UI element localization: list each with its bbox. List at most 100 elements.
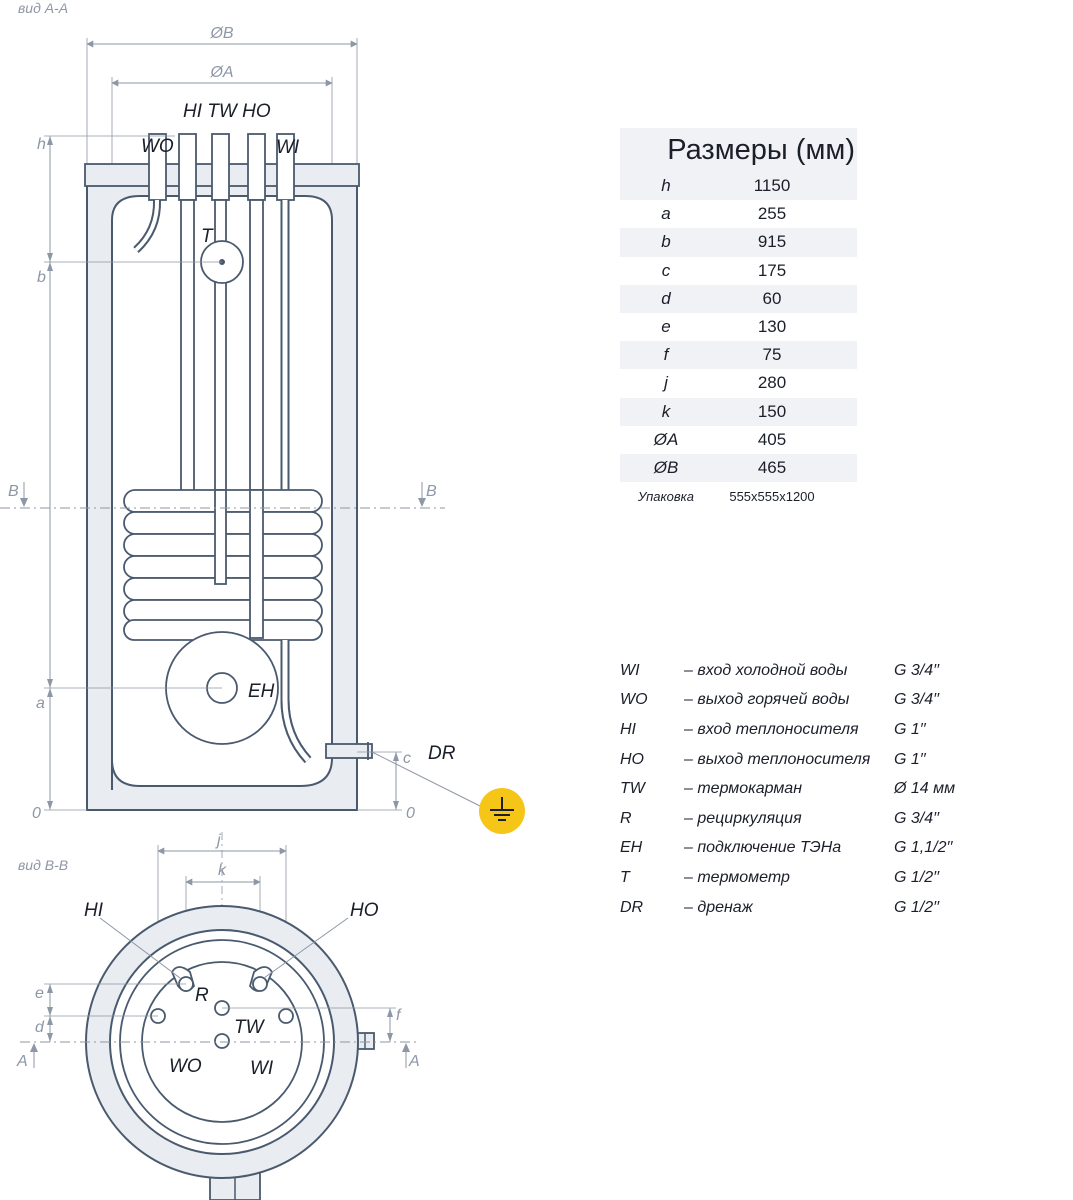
row-value: 255: [757, 204, 787, 224]
ground-icon: [371, 751, 525, 834]
row-value: 465: [757, 457, 787, 477]
dimension-f: f: [222, 1007, 402, 1042]
row-key: f: [663, 345, 669, 365]
row-key: ØA: [653, 429, 679, 449]
row-key: a: [661, 204, 671, 224]
legend-size: G 1′′: [894, 750, 926, 768]
dim-b-text: b: [37, 269, 46, 286]
legend-code: T: [620, 868, 630, 886]
dim-c-text: c: [403, 750, 411, 767]
dim-e-text: e: [35, 985, 44, 1002]
row-key: Упаковка: [637, 488, 695, 504]
legend-desc: – выход горячей воды: [684, 691, 850, 709]
dim-a-text: a: [36, 695, 45, 712]
table-title: Размеры (мм): [620, 128, 857, 172]
ho-leader: [263, 917, 349, 979]
section-line-b: B B: [0, 482, 445, 509]
row-value: 405: [757, 429, 787, 449]
dimension-diameter-b: ØB: [86, 25, 358, 165]
legend-item: R – рециркуляция G 3/4′′: [620, 804, 1040, 834]
legend-item: HO – выход теплоносителя G 1′′: [620, 745, 1040, 775]
drain-port-aa: [325, 742, 373, 760]
tw-pipe-front: [214, 489, 227, 585]
t-label-aa: T: [201, 226, 214, 247]
wi-label-aa: WI: [276, 137, 300, 158]
legend-item: WO – выход горячей воды G 3/4′′: [620, 686, 1040, 716]
legend-code: TW: [620, 780, 645, 798]
legend-item: T – термометр G 1/2′′: [620, 863, 1040, 893]
row-key: e: [661, 317, 671, 337]
view-label-aa: вид А-А: [18, 0, 68, 16]
table-row: ØA 405: [620, 425, 857, 454]
dim-diam-a-text: ØA: [209, 64, 233, 81]
legend-size: G 1′′: [894, 720, 926, 738]
dimension-c-right: c 0: [357, 750, 415, 822]
row-key: d: [661, 288, 671, 308]
dim-zero-right-text: 0: [406, 805, 415, 822]
dr-label-aa: DR: [428, 743, 456, 764]
view-label-bb: вид В-В: [18, 857, 68, 873]
legend-size: G 3/4′′: [894, 809, 940, 827]
dim-k-text: k: [218, 862, 227, 879]
row-key: k: [661, 401, 671, 421]
hi-label-bb: HI: [84, 900, 104, 921]
table-row: h 1150: [620, 172, 857, 201]
legend-desc: – подключение ТЭНа: [684, 839, 842, 857]
legend-code: WI: [620, 661, 640, 679]
dim-f-text: f: [396, 1007, 402, 1024]
row-key: c: [661, 260, 671, 280]
legend-code: WO: [620, 691, 648, 709]
row-key: j: [664, 373, 668, 393]
legend-code: EH: [620, 839, 643, 857]
dim-zero-left-text: 0: [32, 805, 41, 822]
row-value: 1150: [753, 176, 791, 196]
row-value: 60: [762, 288, 782, 308]
dimension-height-left: h b a 0: [32, 135, 222, 822]
legend-desc: – термометр: [684, 868, 790, 886]
legend-desc: – рециркуляция: [684, 809, 802, 827]
table-row: ØB 465: [620, 453, 857, 483]
legend-size: G 1/2′′: [894, 868, 940, 886]
row-key: ØB: [653, 457, 679, 477]
cut-a-right-text: A: [408, 1053, 420, 1070]
legend-desc: – вход теплоносителя: [684, 720, 859, 738]
wi-label-bb: WI: [250, 1058, 274, 1079]
section-line-a: A A: [16, 1041, 420, 1070]
cut-a-left-text: A: [16, 1053, 28, 1070]
wo-label-aa: WO: [141, 136, 174, 157]
table-row: e 130: [620, 312, 857, 342]
top-connections-label: HI TW HO: [183, 101, 271, 122]
legend-size: G 1/2′′: [894, 898, 940, 916]
row-value: 915: [757, 232, 787, 252]
ho-pipe-front: [249, 489, 264, 639]
dimension-e-d: e d: [35, 983, 186, 1042]
row-value: 130: [757, 317, 787, 337]
row-value: 175: [757, 260, 787, 280]
tank-plan-bb: [85, 905, 375, 1200]
wo-label-bb: WO: [169, 1056, 202, 1077]
legend-code: R: [620, 809, 632, 827]
row-value: 75: [762, 345, 782, 365]
legend-desc: – термокарман: [684, 780, 802, 798]
dim-d-text: d: [35, 1019, 45, 1036]
legend-code: HO: [620, 750, 644, 768]
legend-size: G 3/4′′: [894, 691, 940, 709]
row-value: 280: [757, 373, 787, 393]
legend-desc: – выход теплоносителя: [684, 750, 871, 768]
table-row: j 280: [620, 369, 857, 398]
hi-leader: [99, 917, 181, 979]
dim-j-text: j: [215, 832, 221, 849]
row-key: h: [661, 176, 671, 196]
